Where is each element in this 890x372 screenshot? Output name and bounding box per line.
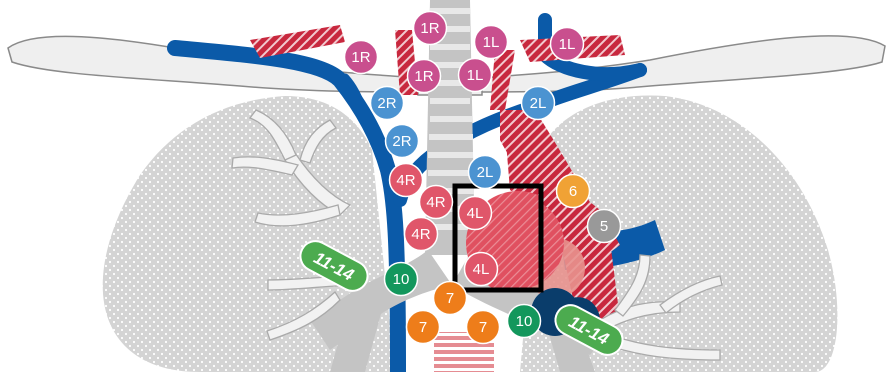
lymph-node-4l-upper: 4L [459,197,492,230]
lymph-node-7-left: 7 [407,311,440,344]
lymph-node-2r-upper: 2R [371,87,404,120]
lymph-node-7-right: 7 [467,311,500,344]
lymph-node-label: 1L [559,36,576,53]
lymph-node-1l-right: 1L [551,28,584,61]
lymph-node-label: 1R [420,20,439,37]
lymph-node-4r-b: 4R [420,186,453,219]
lymph-node-label: 10 [516,313,533,330]
lymph-node-1r-left: 1R [345,41,378,74]
lymph-node-7-top: 7 [434,282,467,315]
lymph-node-1r-top: 1R [414,12,447,45]
lymph-node-label: 5 [600,218,608,235]
lymph-node-label: 4R [411,226,430,243]
lymph-node-1l-top: 1L [475,26,508,59]
lymph-node-4l-lower: 4L [465,253,498,286]
lymph-node-label: 2R [377,95,396,112]
lymph-node-10-right: 10 [385,263,418,296]
lymph-node-label: 4R [396,172,415,189]
lymph-node-label: 2R [392,133,411,150]
lymph-node-label: 1R [414,68,433,85]
lymph-node-label: 7 [419,319,427,336]
lymph-node-label: 1R [351,49,370,66]
lymph-node-label: 4L [467,205,484,222]
lymph-node-label: 4L [473,261,490,278]
lymph-node-label: 7 [446,290,454,307]
lymph-node-4r-c: 4R [405,218,438,251]
lymph-node-4r-a: 4R [390,164,423,197]
lymph-node-2r-lower: 2R [386,125,419,158]
lymph-node-label: 10 [393,271,410,288]
lymph-node-2l-upper: 2L [522,87,555,120]
lymph-node-1r-low: 1R [408,60,441,93]
lymph-node-6: 6 [557,175,590,208]
right-carotid [250,25,345,58]
lymph-node-label: 2L [530,95,547,112]
lymph-node-label: 4R [426,194,445,211]
lymph-node-label: 2L [477,164,494,181]
lymph-node-label: 6 [569,183,577,200]
lymph-node-label: 1L [483,34,500,51]
lymph-node-2l-lower: 2L [469,156,502,189]
lymph-node-10-left: 10 [508,305,541,338]
lymph-node-label: 1L [467,67,484,84]
lymph-node-label: 7 [479,319,487,336]
lymph-node-5: 5 [588,210,621,243]
lymph-node-1l-low: 1L [459,59,492,92]
